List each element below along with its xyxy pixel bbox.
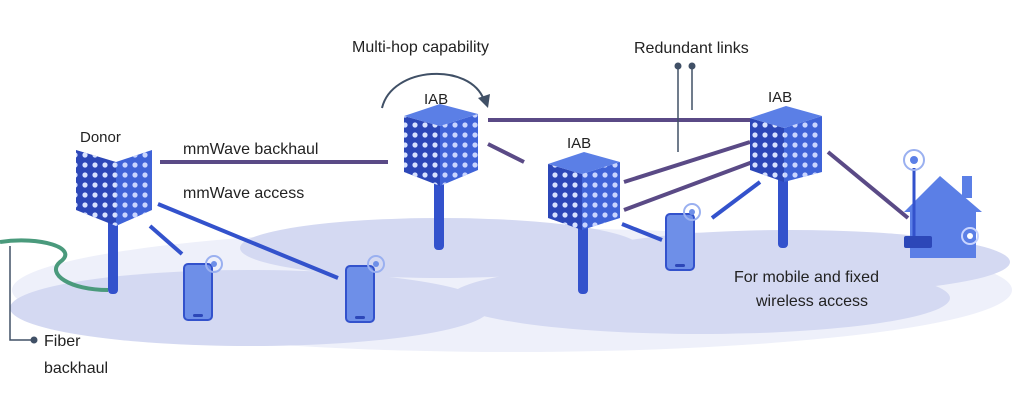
access-links [148, 180, 762, 280]
house-window-signal-dot [967, 233, 973, 239]
label-fixed-line1: For mobile and fixed [734, 269, 879, 286]
donor-mast [108, 210, 118, 294]
iab1-panel-top [404, 104, 478, 126]
donor-node [76, 150, 152, 294]
redundant-links-callout [674, 62, 696, 152]
phone-2 [345, 255, 385, 323]
label-iab-3: IAB [768, 89, 792, 106]
iab2-panel-right-dots [582, 162, 620, 230]
access-donor-phone1 [148, 224, 184, 256]
iab-node-2 [548, 152, 620, 294]
iab2-panel-left-dots [548, 164, 582, 230]
backhaul-iab1-iab2 [487, 142, 525, 164]
label-mmwave-access: mmWave access [183, 185, 304, 202]
label-mmwave-backhaul: mmWave backhaul [183, 141, 318, 158]
fiber-callout-line [9, 246, 32, 341]
donor-panel-left-dots [76, 150, 116, 226]
label-redundant: Redundant links [634, 40, 749, 57]
ground-plane [10, 218, 1012, 352]
label-fiber-line2: backhaul [44, 360, 108, 377]
iab3-panel-right-dots [784, 116, 822, 182]
iab3-panel-left-dots [750, 118, 784, 182]
access-iab3-phone3 [710, 180, 762, 220]
iab1-mast [434, 178, 444, 250]
backhaul-iab3-house [826, 150, 910, 220]
house-window-signal-ring [961, 227, 979, 245]
redundant-dot-right [688, 62, 696, 70]
label-donor: Donor [80, 129, 121, 146]
multihop-arrowhead [478, 94, 490, 108]
access-donor-phone2 [157, 202, 339, 280]
phone3-signal-dot [689, 209, 695, 215]
label-multihop: Multi-hop capability [352, 39, 489, 56]
phone1-signal-dot [211, 261, 217, 267]
backhaul-links [160, 118, 910, 220]
house-router [904, 236, 932, 248]
backhaul-iab2-iab3-b [623, 158, 759, 212]
fiber-cable [0, 238, 109, 292]
access-iab2-phone3 [621, 222, 663, 242]
house-roof [904, 176, 982, 212]
label-iab-2: IAB [567, 135, 591, 152]
phone2-body [345, 265, 375, 323]
label-iab-1: IAB [424, 91, 448, 108]
phone1-signal-ring [205, 255, 223, 273]
fiber-backhaul [0, 238, 109, 344]
iab-node-3 [750, 106, 822, 248]
phone1-home-bar [193, 314, 203, 317]
phone2-signal-dot [373, 261, 379, 267]
donor-panel-right-dots [116, 150, 152, 226]
house-chimney [962, 176, 972, 198]
iab3-panel-top [750, 106, 822, 128]
iab1-panel-right-dots [440, 114, 478, 186]
label-fiber-line1: Fiber [44, 333, 81, 350]
iab-node-1 [404, 104, 478, 250]
house-body [910, 208, 976, 258]
phone-1 [183, 255, 223, 321]
phone1-body [183, 263, 213, 321]
backhaul-iab2-iab3-a [623, 140, 751, 184]
phone2-home-bar [355, 316, 365, 319]
iab2-panel-top [548, 152, 620, 174]
phone2-signal-ring [367, 255, 385, 273]
multihop-arc [381, 72, 485, 109]
house-antenna-dot [910, 156, 918, 164]
label-fixed-line2: wireless access [755, 293, 868, 310]
coverage-area-left [10, 270, 490, 346]
iab1-panel-left-dots [404, 116, 440, 186]
redundant-dot-left [674, 62, 682, 70]
house-antenna-ring [903, 149, 925, 171]
phone3-signal-ring [683, 203, 701, 221]
house [903, 149, 982, 258]
iab2-mast [578, 218, 588, 294]
phone3-body [665, 213, 695, 271]
fiber-callout-dot [30, 336, 38, 344]
multihop-arrow [381, 72, 490, 109]
phone-3 [665, 203, 701, 271]
iab3-mast [778, 170, 788, 248]
phone3-home-bar [675, 264, 685, 267]
